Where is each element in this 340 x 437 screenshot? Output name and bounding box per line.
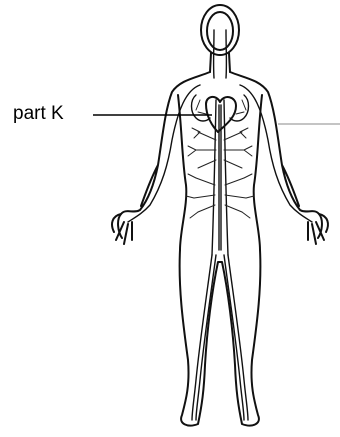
blood-vessels: [128, 30, 312, 420]
part-k-label: part K: [13, 103, 64, 125]
body-outline: [112, 5, 328, 426]
heart-region: [192, 95, 249, 132]
